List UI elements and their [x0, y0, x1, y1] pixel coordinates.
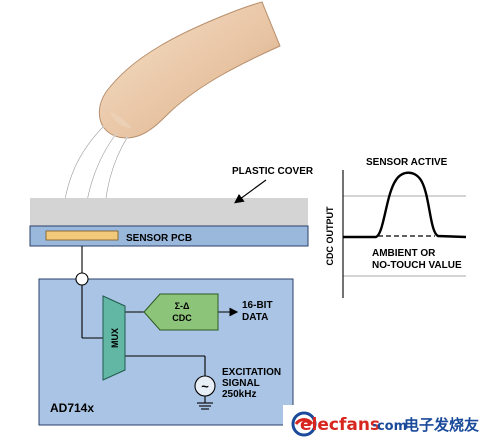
- watermark-suffix: ·com: [372, 419, 407, 434]
- chip-name-label: AD714x: [50, 401, 94, 415]
- plastic-cover-label: PLASTIC COVER: [232, 166, 314, 177]
- sensor-pcb-label: SENSOR PCB: [126, 233, 192, 244]
- mux-label: MUX: [110, 328, 120, 348]
- mux-block: [102, 295, 126, 381]
- plastic-cover: [30, 198, 308, 226]
- excitation-label-line3: 250kHz: [222, 389, 256, 400]
- excitation-source: [194, 375, 216, 397]
- excitation-label-line2: SIGNAL: [222, 378, 260, 389]
- sine-icon: ~: [201, 379, 209, 394]
- data-label-line2: DATA: [242, 312, 268, 323]
- elecfans-watermark: elecfans ·com 电子发烧友: [283, 405, 500, 443]
- sensor-response-curve: [343, 171, 467, 239]
- watermark-brand: elecfans: [300, 415, 380, 435]
- cdc-label: CDC: [172, 313, 192, 323]
- ambient-label-line2: NO-TOUCH VALUE: [372, 260, 462, 271]
- excitation-label-line1: EXCITATION: [222, 367, 281, 378]
- ambient-label-line1: AMBIENT OR: [372, 248, 436, 259]
- graph-y-label: CDC OUTPUT: [325, 206, 335, 265]
- watermark-chinese: 电子发烧友: [404, 416, 479, 434]
- plastic-cover-arrow: [234, 179, 267, 204]
- data-label-line1: 16-BIT: [242, 300, 273, 311]
- cdc-symbol-label: Σ-Δ: [175, 301, 190, 311]
- sensor-pad: [45, 230, 119, 241]
- cdc-block: [143, 293, 219, 331]
- wiring: [81, 246, 239, 410]
- finger-illustration: [98, 1, 281, 139]
- sensor-active-label: SENSOR ACTIVE: [366, 157, 448, 168]
- response-graph: [342, 170, 467, 298]
- pin-node: [75, 272, 89, 286]
